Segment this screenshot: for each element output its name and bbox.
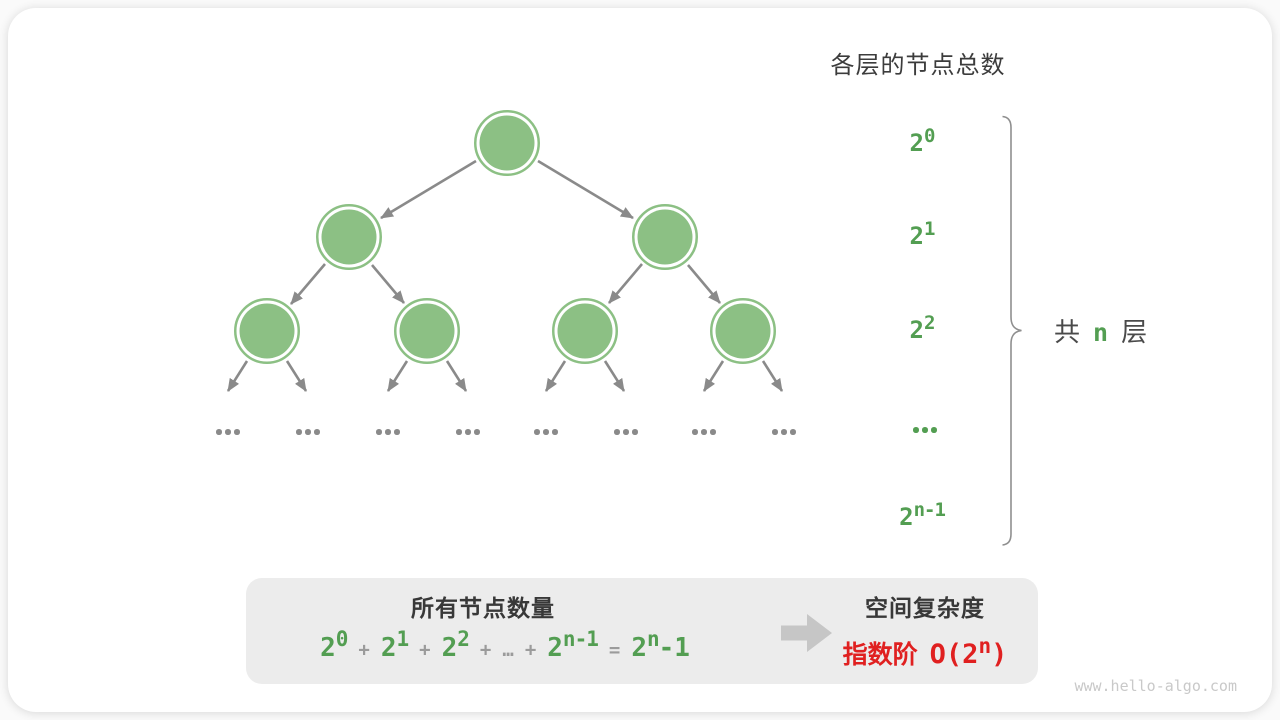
node-total-title: 所有节点数量 bbox=[411, 595, 555, 621]
ellipsis-icon bbox=[913, 427, 937, 433]
power-exponent: 2 bbox=[924, 312, 935, 334]
brace-label-prefix: 共 bbox=[1054, 317, 1081, 347]
ellipsis-icon bbox=[692, 429, 716, 435]
complexity-order-label: 指数阶 bbox=[842, 641, 918, 669]
level-count-label-n: 2n-1 bbox=[852, 499, 992, 536]
complexity-value: 指数阶 O(2n) bbox=[790, 634, 1060, 671]
power-exponent: n-1 bbox=[913, 499, 946, 521]
formula-term: 22 bbox=[441, 627, 470, 663]
plus-operator: + bbox=[358, 639, 370, 661]
watermark: www.hello-algo.com bbox=[1074, 677, 1237, 695]
space-complexity-title: 空间复杂度 bbox=[865, 595, 985, 621]
ellipsis-icon bbox=[534, 429, 558, 435]
formula-term: 2n-1 bbox=[547, 627, 599, 663]
ellipsis-icon bbox=[296, 429, 320, 435]
power-base: 2 bbox=[909, 222, 924, 250]
variable-n: n bbox=[1093, 318, 1109, 347]
ellipsis-icon bbox=[614, 429, 638, 435]
power-base: 2 bbox=[909, 129, 924, 157]
summary-box bbox=[246, 578, 1038, 684]
big-o-expression: O(2n) bbox=[929, 634, 1008, 670]
equals-operator: = bbox=[608, 639, 621, 661]
ellipsis-icon bbox=[456, 429, 480, 435]
plus-operator: + bbox=[419, 639, 431, 661]
node-total-formula: 20 + 21 + 22 + … + 2n-1 = 2n-1 bbox=[258, 627, 752, 665]
formula-ellipsis: … bbox=[502, 639, 514, 661]
ellipsis-icon bbox=[772, 429, 796, 435]
level-count-label-0: 20 bbox=[852, 125, 992, 162]
plus-operator: + bbox=[479, 639, 492, 661]
level-count-label-1: 21 bbox=[852, 218, 992, 255]
formula-term: 20 bbox=[320, 627, 348, 663]
power-base: 2 bbox=[909, 316, 924, 344]
plus-operator: + bbox=[524, 639, 537, 661]
power-exponent: 0 bbox=[924, 125, 935, 147]
brace-label-suffix: 层 bbox=[1121, 317, 1148, 347]
power-exponent: 1 bbox=[924, 218, 935, 240]
level-count-label-2: 22 bbox=[852, 312, 992, 349]
power-base: 2 bbox=[899, 503, 914, 531]
ellipsis-icon bbox=[376, 429, 400, 435]
formula-result: 2n-1 bbox=[631, 627, 690, 663]
formula-term: 21 bbox=[380, 627, 409, 663]
ellipsis-icon bbox=[216, 429, 240, 435]
column-title: 各层的节点总数 bbox=[830, 52, 1006, 79]
